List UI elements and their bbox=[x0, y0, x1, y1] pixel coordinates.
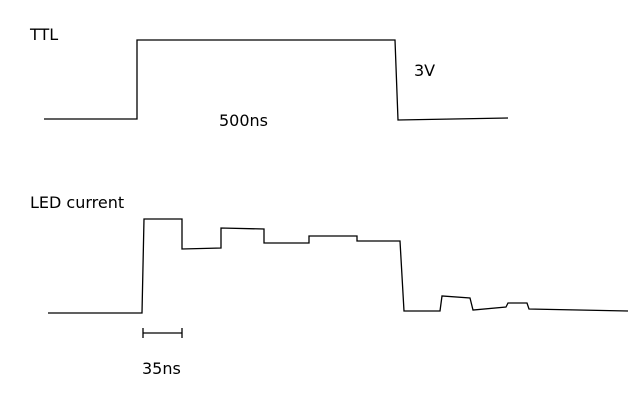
ttl-label: TTL bbox=[30, 25, 59, 44]
led-current-waveform bbox=[48, 218, 629, 314]
rise-time-marker bbox=[142, 328, 183, 338]
voltage-label: 3V bbox=[414, 61, 436, 80]
pulse-width-label: 500ns bbox=[219, 111, 269, 130]
ttl-waveform bbox=[44, 39, 509, 121]
rise-time-label: 35ns bbox=[142, 359, 181, 378]
led-current-label: LED current bbox=[30, 193, 125, 212]
